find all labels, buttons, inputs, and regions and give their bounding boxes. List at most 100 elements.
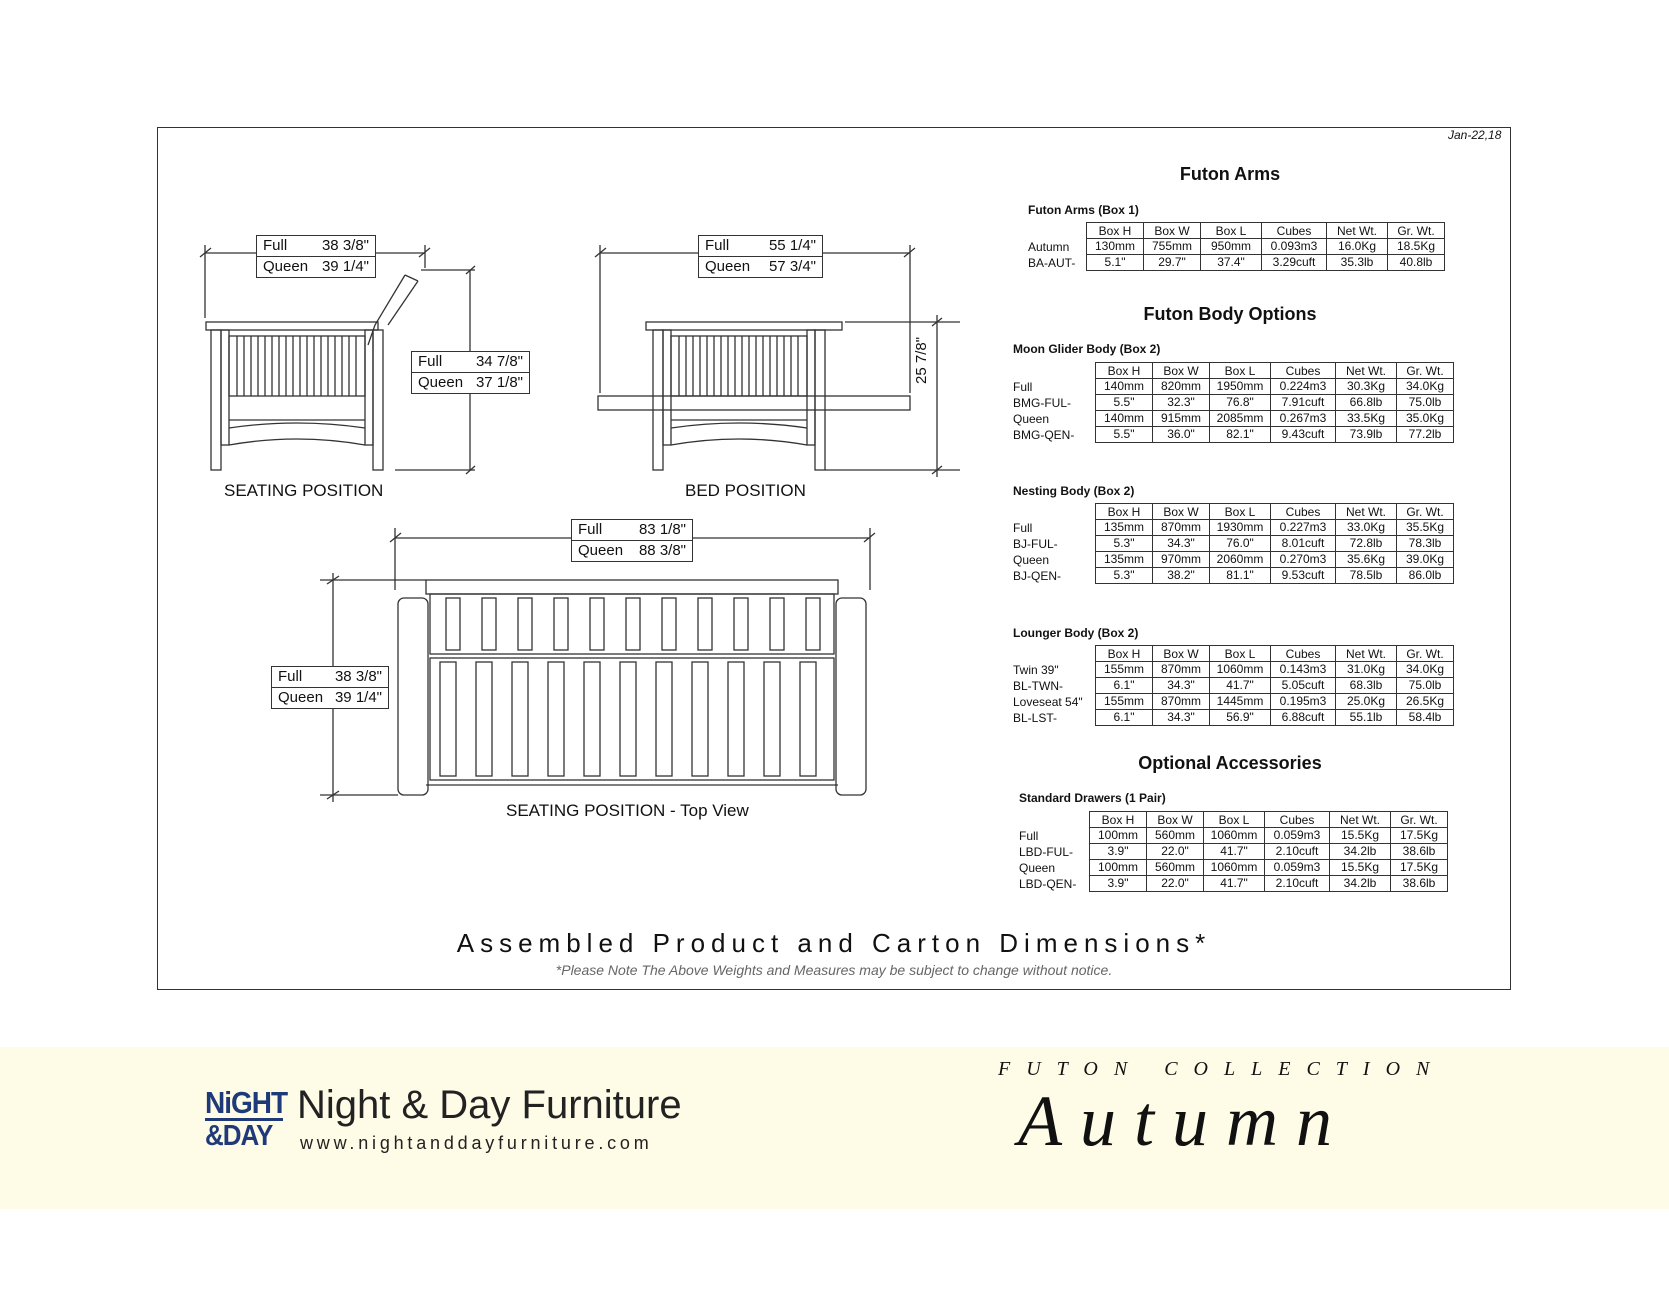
bed-height-label: 25 7/8" [913,334,930,386]
table-cell: 33.5Kg [1335,410,1397,427]
top-width-queen: 88 3/8" [638,542,686,559]
table-cell: 6.88cuft [1270,709,1336,726]
table-cell: 7.91cuft [1270,394,1336,411]
table-cell: 18.5Kg [1387,238,1445,255]
column-header: Gr. Wt. [1396,503,1454,520]
row-label: BL-LST- [1013,711,1058,725]
table-cell: 76.8" [1209,394,1271,411]
row-label: Queen [1019,861,1056,875]
assembled-dimensions-heading: Assembled Product and Carton Dimensions* [456,928,1212,958]
table-cell: 15.5Kg [1329,827,1391,844]
table-cell: 3.29cuft [1261,254,1327,271]
table-cell: 0.270m3 [1270,551,1336,568]
column-header: Gr. Wt. [1387,222,1445,239]
table-cell: 5.3" [1095,567,1153,584]
table-cell: 36.0" [1152,426,1210,443]
table-cell: 15.5Kg [1329,859,1391,876]
row-label: Queen [1013,412,1050,426]
column-header: Box W [1143,222,1201,239]
collection-name: Autumn [1018,1081,1350,1161]
table-cell: 0.093m3 [1261,238,1327,255]
row-label: LBD-FUL- [1019,845,1074,859]
brand-website: www.nightanddayfurniture.com [300,1133,653,1153]
column-header: Box L [1200,222,1262,239]
table-cell: 56.9" [1209,709,1271,726]
table-cell: 35.5Kg [1396,519,1454,536]
seating-side-view-drawing [199,245,476,475]
table-cell: 2.10cuft [1264,843,1330,860]
table-cell: 34.3" [1152,709,1210,726]
row-label: BL-TWN- [1013,679,1063,693]
futon-body-options-title: Futon Body Options [1143,304,1317,324]
table-cell: 0.195m3 [1270,693,1336,710]
seating-height-queen: 37 1/8" [475,374,523,391]
table-cell: 140mm [1095,378,1153,395]
table-cell: 870mm [1152,661,1210,678]
column-header: Box H [1095,645,1153,662]
row-label: Full [1013,521,1033,535]
bed-side-view-drawing [594,245,960,477]
table-cell: 0.143m3 [1270,661,1336,678]
table-cell: 1950mm [1209,378,1271,395]
size-queen-label: Queen [278,689,324,706]
table-cell: 5.05cuft [1270,677,1336,694]
table-cell: 155mm [1095,661,1153,678]
column-header: Net Wt. [1326,222,1388,239]
revision-date: Jan-22,18 [1448,128,1502,142]
table-cell: 130mm [1086,238,1144,255]
table-cell: 22.0" [1146,843,1204,860]
table-cell: 34.0Kg [1396,378,1454,395]
table-cell: 41.7" [1203,875,1265,892]
column-header: Box H [1086,222,1144,239]
column-header: Box L [1209,362,1271,379]
column-header: Box W [1146,811,1204,828]
size-full-label: Full [578,521,603,538]
table-cell: 39.0Kg [1396,551,1454,568]
column-header: Net Wt. [1335,645,1397,662]
column-header: Cubes [1270,362,1336,379]
header-spacer [1013,503,1096,520]
row-label: BMG-FUL- [1013,396,1071,410]
table-cell: 1060mm [1203,827,1265,844]
top-view-seat-slats [439,661,817,777]
column-header: Box W [1152,503,1210,520]
table-cell: 31.0Kg [1335,661,1397,678]
table-cell: 29.7" [1143,254,1201,271]
table-cell: 135mm [1095,519,1153,536]
column-header: Net Wt. [1335,362,1397,379]
table-cell: 2085mm [1209,410,1271,427]
table-cell: 0.059m3 [1264,827,1330,844]
table-cell: 0.224m3 [1270,378,1336,395]
row-label: LBD-QEN- [1019,877,1077,891]
table-cell: 0.227m3 [1270,519,1336,536]
table-cell: 38.2" [1152,567,1210,584]
futon-arms-title: Futon Arms [1179,164,1281,184]
table-cell: 41.7" [1203,843,1265,860]
size-full-label: Full [263,237,288,254]
logo-bottom-text: &DAY [205,1118,273,1152]
table-cell: 2060mm [1209,551,1271,568]
table-cell: 915mm [1152,410,1210,427]
size-full-label: Full [278,668,303,685]
table-cell: 25.0Kg [1335,693,1397,710]
table-cell: 950mm [1200,238,1262,255]
table-cell: 8.01cuft [1270,535,1336,552]
top-depth-queen: 39 1/4" [334,689,382,706]
table-cell: 17.5Kg [1390,859,1448,876]
